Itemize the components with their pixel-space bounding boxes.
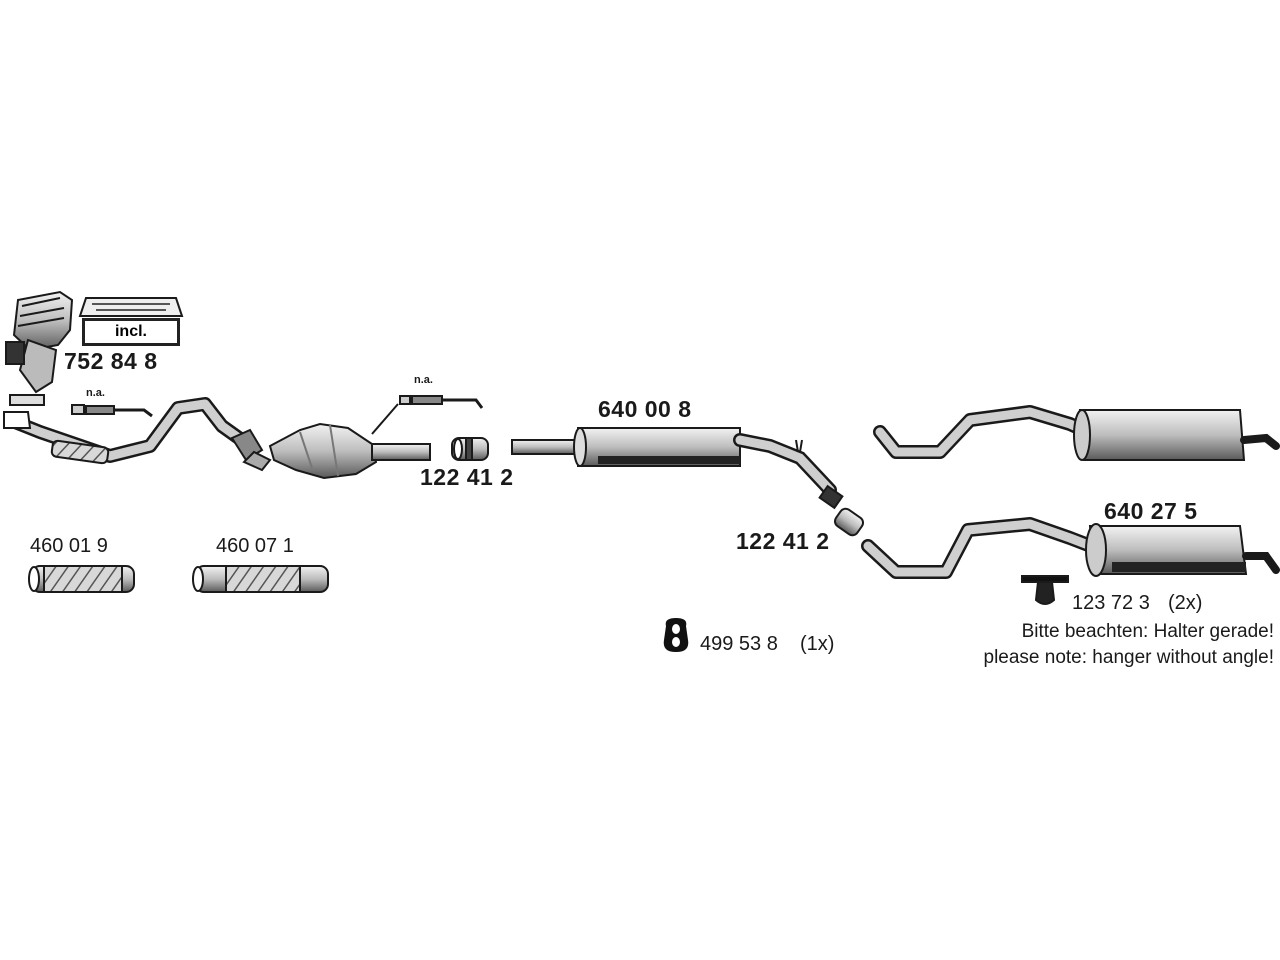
hanger-icon [1021,575,1069,605]
front-pipe [3,397,257,465]
part-number-flex-long: 460 07 1 [216,535,294,557]
part-number-rear-silencer: 640 27 5 [1104,498,1198,524]
lambda-sensor-right-icon [371,395,484,435]
rear-silencer [861,517,1280,579]
note-english: please note: hanger without angle! [983,647,1275,668]
exhaust-manifold-catalyst [5,290,74,406]
pipe-clamp-rear-icon [818,484,865,537]
incl-heatshield-icon [78,297,184,317]
middle-silencer [511,427,837,497]
flex-pipe-short-icon [28,565,135,593]
na-label-right: n.a. [414,374,433,386]
part-number-middle-silencer: 640 00 8 [598,396,692,422]
lambda-sensor-left-icon [71,404,153,418]
part-number-clamp-front: 122 41 2 [420,464,514,490]
pipe-clamp-front-icon [451,437,489,461]
catalytic-converter [230,422,431,480]
part-number-flex-short: 460 01 9 [30,535,108,557]
part-number-clamp-rear: 122 41 2 [736,528,830,554]
rubber-ring-icon [663,618,689,652]
incl-label: incl. [82,318,180,346]
na-label-left: n.a. [86,387,105,399]
part-number-rubber-ring: 499 53 8 [700,633,778,655]
part-number-hanger: 123 72 3 [1072,592,1150,614]
hanger-quantity: (2x) [1168,592,1203,614]
rubber-ring-quantity: (1x) [800,633,835,655]
rear-silencer-variant-top [873,405,1280,461]
note-german: Bitte beachten: Halter gerade! [1021,621,1274,642]
part-number-manifold: 752 84 8 [64,348,158,374]
flex-pipe-long-icon [192,565,329,593]
